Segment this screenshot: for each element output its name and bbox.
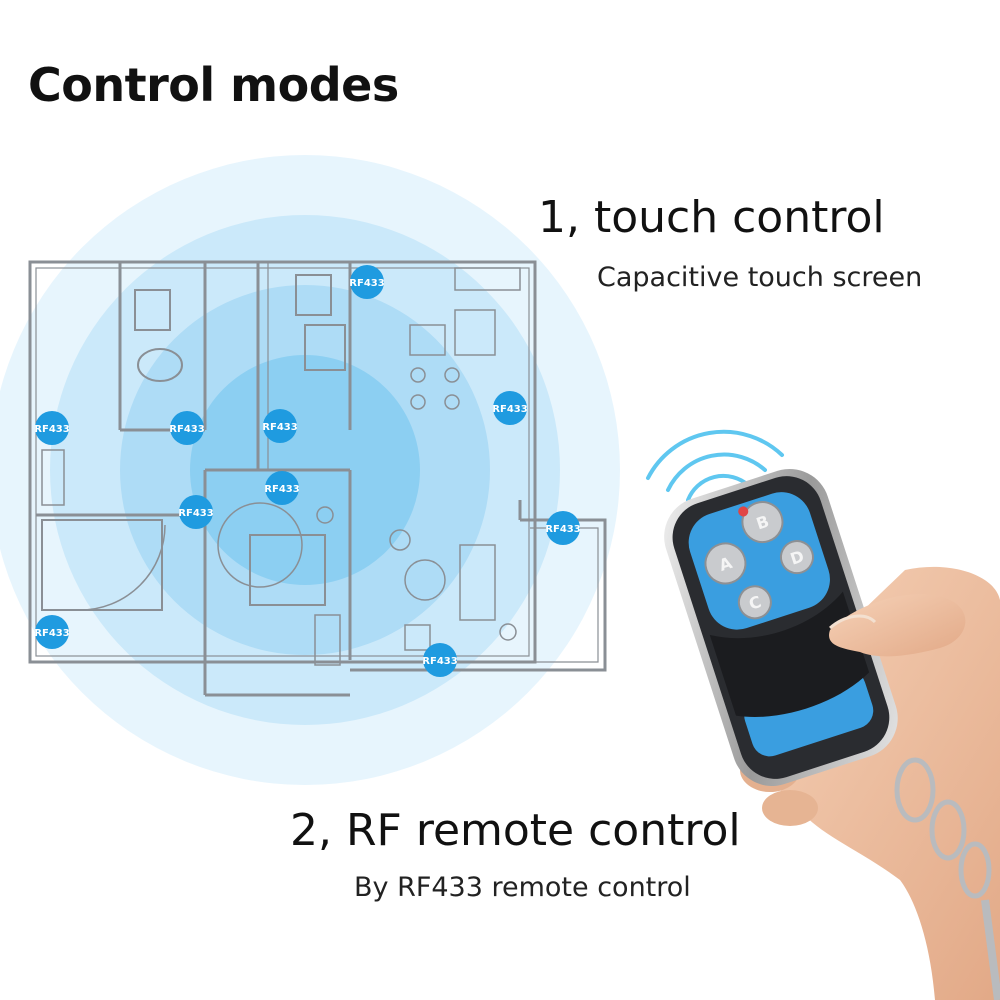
remote-button-d: D	[779, 540, 814, 575]
wireless-signal-icon	[646, 429, 784, 502]
rf433-badge-label: RF433	[349, 278, 384, 289]
rf433-badge: RF433	[34, 615, 70, 649]
rf433-badge-label: RF433	[34, 424, 69, 435]
rf433-badge-label: RF433	[262, 422, 297, 433]
rf433-badge: RF433	[492, 391, 528, 425]
rf433-badge-label: RF433	[264, 484, 299, 495]
touch-control-subtitle: Capacitive touch screen	[597, 262, 923, 293]
keyring	[894, 757, 1000, 1000]
touch-control-heading: 1, touch control	[538, 192, 885, 243]
rf433-badge-label: RF433	[422, 656, 457, 667]
rf433-badge-label: RF433	[169, 424, 204, 435]
rf433-badge: RF433	[169, 411, 205, 445]
rf-control-heading: 2, RF remote control	[290, 805, 741, 856]
rf433-badge: RF433	[422, 643, 458, 677]
rf433-badge: RF433	[264, 471, 300, 505]
page-title: Control modes	[28, 58, 399, 112]
svg-text:D: D	[788, 546, 807, 568]
remote-button-b: B	[741, 501, 784, 544]
rf-control-subtitle: By RF433 remote control	[354, 872, 691, 903]
rf433-badge: RF433	[545, 511, 581, 545]
rf433-badge-label: RF433	[34, 628, 69, 639]
rf433-badge: RF433	[262, 409, 298, 443]
rf433-badge-label: RF433	[545, 524, 580, 535]
remote-button-c: C	[737, 585, 772, 620]
rf433-badge: RF433	[349, 265, 385, 299]
remote-buttons: AB C D	[704, 501, 814, 620]
rf-remote: AB C D	[664, 468, 898, 786]
rf433-badge-label: RF433	[178, 508, 213, 519]
rf433-badge-label: RF433	[492, 404, 527, 415]
remote-button-a: A	[704, 542, 747, 585]
svg-text:C: C	[747, 592, 764, 614]
svg-text:B: B	[754, 512, 771, 534]
thumb	[829, 594, 966, 657]
rf433-badge: RF433	[34, 411, 70, 445]
rf433-badge: RF433	[178, 495, 214, 529]
